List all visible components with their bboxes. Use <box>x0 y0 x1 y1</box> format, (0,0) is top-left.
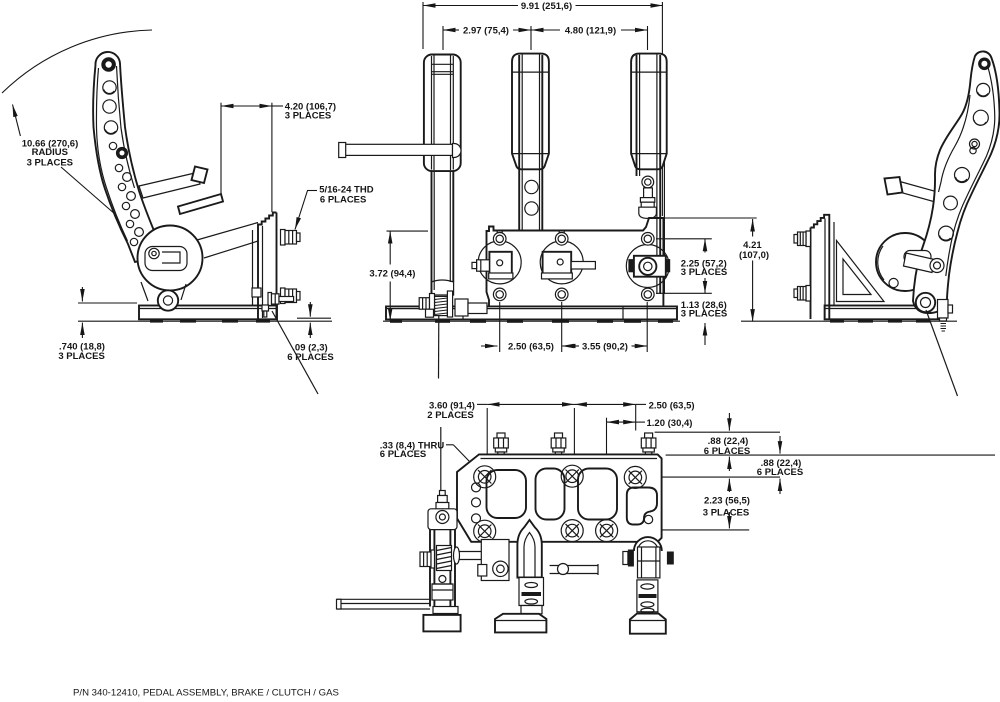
svg-text:3.55 (90,2): 3.55 (90,2) <box>582 341 628 352</box>
svg-text:2.50 (63,5): 2.50 (63,5) <box>649 401 695 412</box>
svg-text:6 PLACES: 6 PLACES <box>380 449 426 460</box>
svg-text:.88 (22,4): .88 (22,4) <box>761 458 802 469</box>
svg-text:6 PLACES: 6 PLACES <box>287 352 333 363</box>
svg-text:.88 (22,4): .88 (22,4) <box>708 436 749 447</box>
svg-text:9.91 (251,6): 9.91 (251,6) <box>521 1 572 12</box>
svg-text:3.72 (94,4): 3.72 (94,4) <box>369 268 415 279</box>
svg-text:P/N 340-12410, PEDAL ASSEMBLY,: P/N 340-12410, PEDAL ASSEMBLY, BRAKE / C… <box>73 688 339 699</box>
svg-text:(107,0): (107,0) <box>739 250 769 261</box>
svg-text:5/16-24 THD: 5/16-24 THD <box>319 185 374 196</box>
svg-text:3 PLACES: 3 PLACES <box>285 111 331 122</box>
svg-text:.33 (8,4) THRU: .33 (8,4) THRU <box>380 440 445 451</box>
svg-text:1.20 (30,4): 1.20 (30,4) <box>647 418 693 429</box>
svg-text:3 PLACES: 3 PLACES <box>681 308 727 319</box>
svg-text:2.25 (57,2): 2.25 (57,2) <box>681 258 727 269</box>
svg-text:3 PLACES: 3 PLACES <box>58 351 104 362</box>
svg-text:3 PLACES: 3 PLACES <box>681 267 727 278</box>
svg-text:6 PLACES: 6 PLACES <box>704 446 750 457</box>
svg-text:2 PLACES: 2 PLACES <box>427 410 473 421</box>
svg-text:4.80 (121,9): 4.80 (121,9) <box>565 26 616 37</box>
svg-text:2.50 (63,5): 2.50 (63,5) <box>508 341 554 352</box>
svg-text:3 PLACES: 3 PLACES <box>703 507 749 518</box>
svg-text:4.21: 4.21 <box>743 240 762 251</box>
svg-text:1.13 (28,6): 1.13 (28,6) <box>681 300 727 311</box>
svg-text:6 PLACES: 6 PLACES <box>757 467 803 478</box>
svg-text:.740 (18,8): .740 (18,8) <box>59 342 105 353</box>
svg-text:10.66 (270,6): 10.66 (270,6) <box>22 138 79 149</box>
svg-text:2.23 (56,5): 2.23 (56,5) <box>704 495 750 506</box>
svg-text:2.97 (75,4): 2.97 (75,4) <box>463 26 509 37</box>
svg-text:RADIUS: RADIUS <box>32 147 68 158</box>
svg-text:.09 (2,3): .09 (2,3) <box>292 342 327 353</box>
svg-text:3.60 (91,4): 3.60 (91,4) <box>429 401 475 412</box>
svg-text:3 PLACES: 3 PLACES <box>27 158 73 169</box>
svg-text:4.20 (106,7): 4.20 (106,7) <box>285 101 336 112</box>
svg-text:6 PLACES: 6 PLACES <box>320 194 366 205</box>
